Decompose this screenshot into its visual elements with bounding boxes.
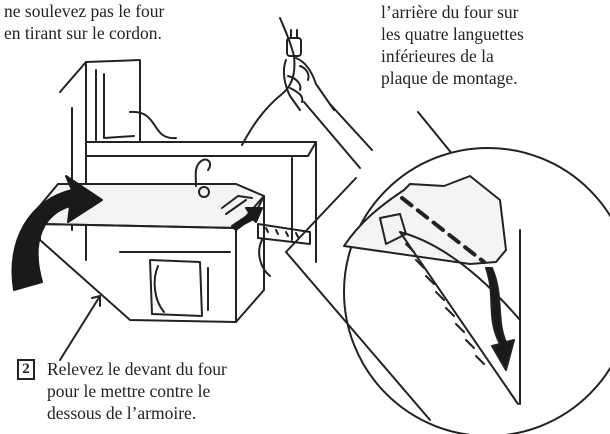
note-top-right: l’arrière du four sur les quatre languet… [381, 1, 524, 89]
step-instruction-line: Relevez le devant du four [47, 359, 227, 379]
note-top-right-line: l’arrière du four sur [381, 2, 519, 22]
note-top-left-line: ne soulevez pas le four [4, 1, 165, 21]
note-top-right-line: plaque de montage. [381, 68, 518, 88]
push-arrow-icon [231, 207, 263, 231]
note-top-right-line: inférieures de la [381, 46, 494, 66]
step-instruction-line: dessous de l’armoire. [47, 403, 197, 423]
power-plug-icon [286, 29, 302, 57]
detail-callout [285, 147, 610, 434]
note-top-left-line: en tirant sur le cordon. [4, 23, 162, 43]
note-top-right-line: les quatre languettes [381, 24, 524, 44]
step-instruction: Relevez le devant du four pour le mettre… [47, 358, 227, 424]
hand-icon [282, 57, 373, 169]
curved-arrow-icon [11, 175, 103, 291]
mounting-plate [257, 223, 311, 277]
power-cord [241, 17, 296, 146]
step-instruction-line: pour le mettre contre le [47, 381, 211, 401]
step-pointer-line [59, 295, 101, 361]
step-pointer-head [91, 295, 101, 307]
note-top-left: ne soulevez pas le four en tirant sur le… [4, 0, 164, 44]
step-number-badge: 2 [17, 359, 35, 380]
